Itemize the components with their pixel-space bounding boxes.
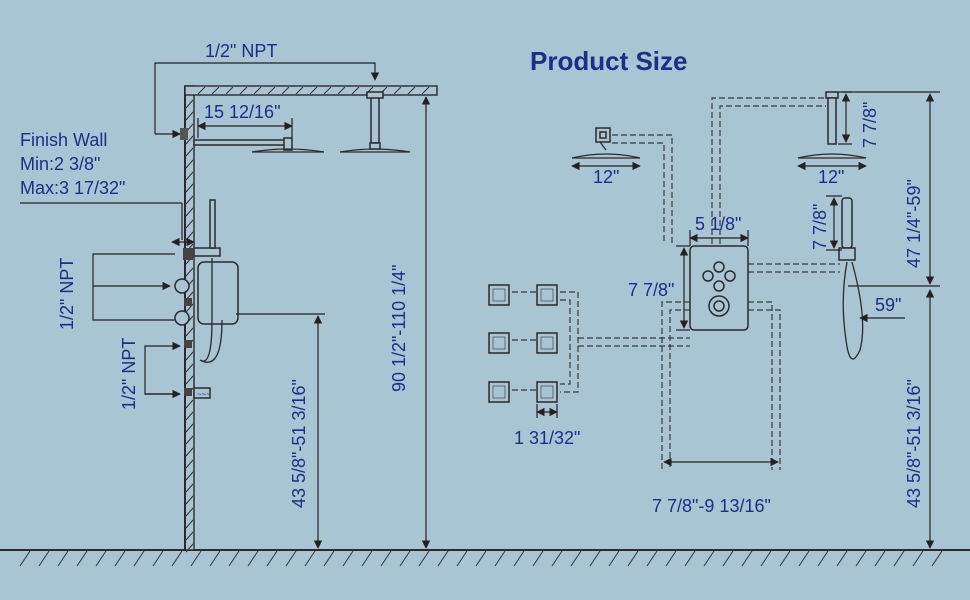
rain-head-right-label: 12": [818, 167, 844, 187]
total-height-label: 90 1/2"-110 1/4": [389, 264, 409, 392]
valve-height-right-label: 43 5/8"-51 3/16": [904, 379, 924, 508]
panel-height-label: 7 7/8": [628, 280, 674, 300]
valve-npt-upper-label: 1/2" NPT: [57, 258, 77, 330]
hand-holder-label: 7 7/8": [810, 204, 830, 250]
valve-height-label: 43 5/8"-51 3/16": [289, 379, 309, 508]
side-view: 1/2" NPT 15 12/16" Finish Wall Min:2 3/8…: [20, 41, 438, 553]
valve-button-right: [724, 270, 736, 282]
body-jet: [488, 332, 510, 354]
front-view: 12" 12" 7 7/8" 47 1/4"-59" 43 5/8"-51 3/…: [488, 91, 940, 549]
valve-npt-lower-label: 1/2" NPT: [119, 338, 139, 410]
page-title: Product Size: [530, 46, 687, 76]
body-jet: [536, 381, 558, 403]
hand-shower-side: [209, 199, 216, 249]
pipe-spacing-label: 7 7/8"-9 13/16": [652, 496, 771, 516]
body-jets: [488, 284, 558, 403]
ceiling-arm-front: [827, 97, 837, 145]
wall-arm: [193, 139, 290, 146]
wall-flange: [180, 128, 188, 140]
head-to-valve-label: 47 1/4"-59": [904, 179, 924, 268]
hose-length-label: 59": [875, 295, 901, 315]
body-jet: [488, 284, 510, 306]
ceiling: [184, 85, 438, 96]
body-jet-spacing-label: 1 31/32": [514, 428, 580, 448]
ceiling-arm-label: 7 7/8": [860, 102, 880, 148]
ceiling-rain-head: [369, 142, 381, 150]
valve-side: [197, 261, 239, 325]
valve-button-top: [713, 261, 725, 273]
valve-button-left: [702, 270, 714, 282]
svg-text:~~~: ~~~: [197, 390, 211, 399]
finish-wall-label: Finish Wall: [20, 130, 107, 150]
finish-wall-max: Max:3 17/32": [20, 178, 125, 198]
body-jet: [536, 332, 558, 354]
finish-wall-min: Min:2 3/8": [20, 154, 100, 174]
body-jet: [488, 381, 510, 403]
rain-head-left-label: 12": [593, 167, 619, 187]
panel-width-label: 5 1/8": [695, 214, 741, 234]
floor: [0, 549, 970, 567]
pipe-network: [512, 97, 840, 470]
hand-shower-hose: [842, 261, 864, 360]
body-jet: [536, 284, 558, 306]
arm-length-label: 15 12/16": [204, 102, 280, 122]
hand-shower-holder: [838, 247, 856, 261]
inlet-npt-label: 1/2" NPT: [205, 41, 277, 61]
hand-shower: [841, 197, 853, 249]
valve-button-bottom: [713, 280, 725, 292]
ceiling-arm: [370, 94, 380, 144]
